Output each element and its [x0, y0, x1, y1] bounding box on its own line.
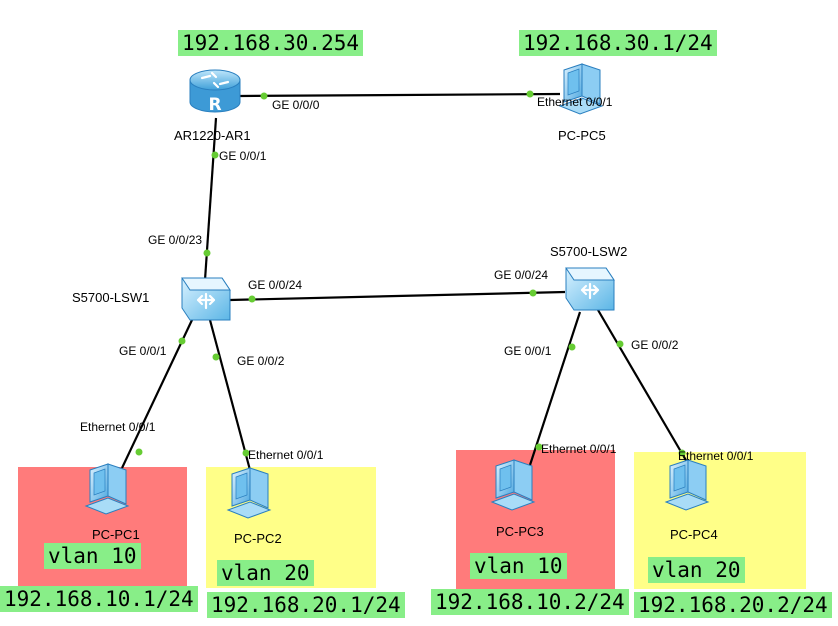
lsw2-name: S5700-LSW2 [550, 244, 628, 259]
port-label-lsw2-pc4: GE 0/0/2 [631, 338, 679, 352]
port-label-lsw2-pc3: GE 0/0/1 [504, 344, 552, 358]
port-label-lsw1-pc1: GE 0/0/1 [119, 344, 167, 358]
port-dot [203, 249, 211, 257]
port-label-pc4-lsw2: Ethernet 0/0/1 [678, 449, 754, 463]
port-dot [242, 449, 250, 457]
port-dot [529, 289, 537, 297]
port-label-pc2-lsw1: Ethernet 0/0/1 [248, 448, 324, 462]
port-dot [526, 90, 534, 98]
port-dot [535, 443, 543, 451]
port-dot [678, 449, 686, 457]
link-lsw1-lsw2 [229, 290, 566, 302]
port-dot [248, 295, 256, 303]
link-lsw1-pc1 [121, 319, 193, 469]
pc-icon[interactable] [491, 459, 535, 511]
svg-text:R: R [208, 95, 221, 115]
port-dot [212, 353, 220, 361]
pc4-ip-label: 192.168.20.2/24 [634, 592, 832, 618]
port-label-pc5-router: Ethernet 0/0/1 [537, 95, 613, 109]
pc1-vlan-label: vlan 10 [44, 543, 141, 569]
pc-icon[interactable] [665, 459, 709, 511]
port-label-pc3-lsw2: Ethernet 0/0/1 [541, 442, 617, 456]
port-dot [211, 151, 219, 159]
port-label-router-pc5: GE 0/0/0 [272, 98, 320, 112]
port-dot [135, 448, 143, 456]
port-label-lsw1-pc2: GE 0/0/2 [237, 354, 285, 368]
switch-icon[interactable] [181, 277, 231, 321]
port-label-lsw2-lsw1: GE 0/0/24 [494, 268, 549, 282]
pc5-name: PC-PC5 [558, 128, 606, 143]
router-name: AR1220-AR1 [174, 128, 251, 143]
port-dot [178, 337, 186, 345]
port-label-lsw1-lsw2: GE 0/0/24 [248, 278, 303, 292]
pc1-name: PC-PC1 [92, 527, 140, 542]
pc1-ip-label: 192.168.10.1/24 [0, 586, 198, 612]
switch-icon[interactable] [565, 267, 615, 311]
router-ip-label: 192.168.30.254 [178, 30, 364, 56]
pc5-ip-label: 192.168.30.1/24 [519, 30, 717, 56]
pc4-vlan-label: vlan 20 [648, 557, 745, 583]
pc2-vlan-label: vlan 20 [217, 560, 314, 586]
link-lsw1-pc2 [208, 319, 252, 471]
router-icon[interactable]: R [189, 69, 241, 115]
pc-icon[interactable] [227, 467, 271, 519]
pc3-vlan-label: vlan 10 [470, 553, 567, 579]
link-router-pc5 [239, 92, 561, 98]
pc2-ip-label: 192.168.20.1/24 [207, 592, 405, 618]
pc3-name: PC-PC3 [496, 524, 544, 539]
lsw1-name: S5700-LSW1 [72, 290, 150, 305]
port-label-lsw1-router: GE 0/0/23 [148, 233, 203, 247]
port-dot [616, 340, 624, 348]
link-lsw2-pc3 [528, 311, 582, 466]
port-dot [260, 92, 268, 100]
pc-icon[interactable] [85, 463, 129, 515]
pc3-ip-label: 192.168.10.2/24 [431, 589, 629, 615]
port-dot [568, 343, 576, 351]
link-lsw2-pc4 [597, 309, 688, 463]
port-label-pc1-lsw1: Ethernet 0/0/1 [80, 420, 156, 434]
port-dots [135, 90, 686, 457]
pc4-name: PC-PC4 [670, 527, 718, 542]
port-label-router-lsw1: GE 0/0/1 [219, 149, 267, 163]
pc2-name: PC-PC2 [234, 531, 282, 546]
